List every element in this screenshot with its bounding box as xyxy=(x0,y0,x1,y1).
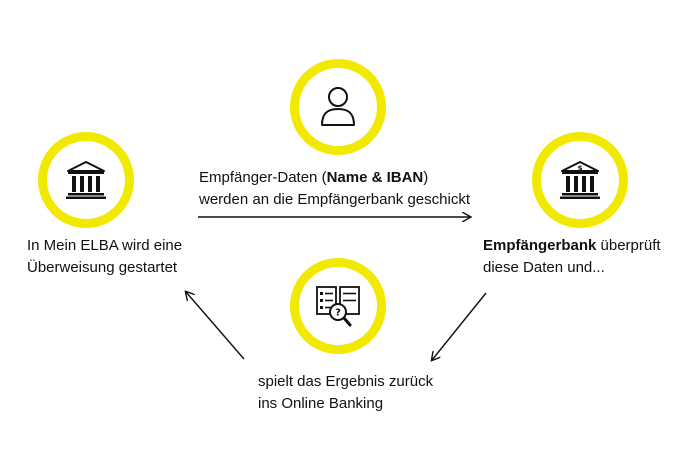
person-icon xyxy=(321,87,355,126)
ring-recipient-bank: $ xyxy=(532,132,628,228)
bank-dollar-icon: $ xyxy=(560,161,600,199)
label-transfer-pre: Empfänger-Daten ( xyxy=(199,169,327,186)
ring-start xyxy=(38,132,134,228)
label-transfer-post: ) xyxy=(423,169,429,186)
svg-text:?: ? xyxy=(335,308,341,319)
label-transfer-bold: Name & IBAN xyxy=(326,169,424,186)
label-start: In Mein ELBA wird eine Überweisung gesta… xyxy=(27,235,182,279)
label-result-line2: ins Online Banking xyxy=(258,395,384,412)
label-check: Empfängerbank überprüft diese Daten und.… xyxy=(483,235,661,279)
label-transfer-line2: werden an die Empfängerbank geschickt xyxy=(199,191,470,208)
label-result: spielt das Ergebnis zurück ins Online Ba… xyxy=(258,371,433,415)
arrow-result-to-start xyxy=(186,292,245,360)
label-start-line1: In Mein ELBA wird eine xyxy=(27,237,183,254)
label-check-bold: Empfängerbank xyxy=(483,237,597,254)
ring-check: ? xyxy=(290,258,386,354)
label-start-line2: Überweisung gestartet xyxy=(27,259,178,276)
bank-building-icon xyxy=(66,161,106,199)
label-transfer: Empfänger-Daten (Name & IBAN) werden an … xyxy=(199,167,470,211)
label-result-line1: spielt das Ergebnis zurück xyxy=(258,373,434,390)
svg-text:$: $ xyxy=(578,165,583,173)
document-magnifier-icon: ? xyxy=(316,286,360,327)
arrow-bank-to-result xyxy=(432,292,487,360)
label-check-line2: diese Daten und... xyxy=(483,259,605,276)
label-check-line1: Empfängerbank überprüft xyxy=(483,235,661,257)
ring-recipient xyxy=(290,59,386,155)
label-check-post: überprüft xyxy=(596,237,661,254)
label-transfer-line1: Empfänger-Daten (Name & IBAN) xyxy=(199,167,470,189)
